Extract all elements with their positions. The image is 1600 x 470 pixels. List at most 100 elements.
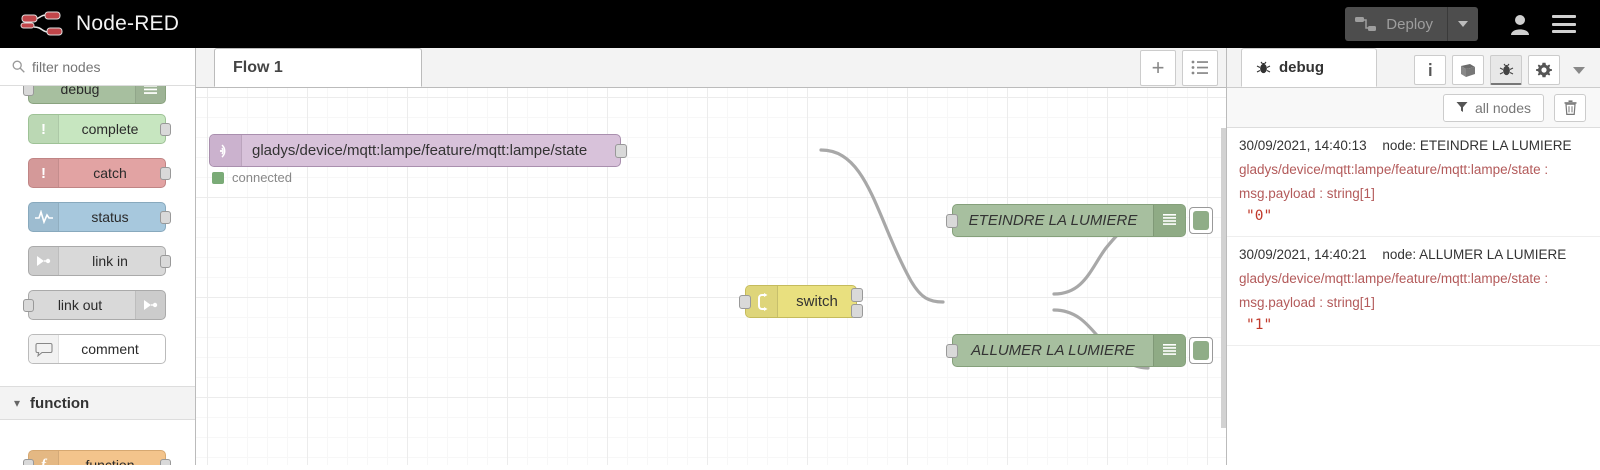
debug-toolbar: all nodes [1227,88,1600,128]
debug-message-topic: gladys/device/mqtt:lampe/feature/mqtt:la… [1239,162,1549,177]
node-input-port[interactable] [23,86,34,96]
speech-bubble-icon [29,335,59,363]
palette-category-label: function [30,394,90,412]
debug-message[interactable]: 30/09/2021, 14:40:13 node: ETEINDRE LA L… [1227,128,1600,237]
flow-node-debug-eteindre[interactable]: ETEINDRE LA LUMIERE [946,204,1186,237]
bug-icon [1256,60,1271,75]
node-input-port[interactable] [23,459,34,470]
flow-node-debug-allumer[interactable]: ALLUMER LA LUMIERE [946,334,1186,367]
pulse-wave-icon [29,203,59,231]
flow-node-label: switch [796,293,838,310]
bottom-strip [0,465,1600,470]
list-lines-icon [135,86,165,103]
exclamation-icon: ! [29,159,59,187]
palette-node-catch[interactable]: ! catch [28,158,171,188]
user-menu-button[interactable] [1498,0,1542,48]
flow-tab-bar: Flow 1 + [196,48,1226,88]
gear-icon [1536,62,1552,78]
node-output-port-1[interactable] [851,288,863,302]
node-output-port[interactable] [160,459,171,470]
debug-filter-button[interactable]: all nodes [1442,93,1544,122]
switch-branch-icon [746,286,778,317]
debug-message-header: 30/09/2021, 14:40:13 node: ETEINDRE LA L… [1239,138,1588,153]
sidebar-more-button[interactable] [1564,55,1594,85]
status-dot-icon [212,171,224,184]
palette-node-label: link out [57,297,103,313]
flow-node-label: ETEINDRE LA LUMIERE [968,212,1138,229]
palette-node-complete[interactable]: ! complete [28,114,171,144]
sidebar-button-debug[interactable] [1490,55,1522,85]
debug-message[interactable]: 30/09/2021, 14:40:21 node: ALLUMER LA LU… [1227,237,1600,346]
search-input[interactable] [32,58,182,75]
main-menu-button[interactable] [1542,0,1586,48]
user-avatar-icon [1511,14,1529,35]
flow-node-switch[interactable]: switch [739,285,863,318]
debug-node-toggle-eteindre[interactable] [1189,207,1213,234]
sidebar-button-config[interactable] [1528,55,1560,85]
palette-node-label: debug [60,86,100,97]
flow-tab-label: Flow 1 [233,58,283,76]
sidebar-button-help[interactable] [1452,55,1484,85]
debug-message-value: "0" [1246,208,1273,224]
node-output-port[interactable] [160,255,171,268]
deploy-nodes-icon [1355,17,1377,31]
tab-debug[interactable]: debug [1241,48,1377,87]
palette-node-status[interactable]: status [28,202,171,232]
node-input-port[interactable] [946,344,958,358]
flow-list-button[interactable] [1182,49,1218,86]
debug-message-topic: gladys/device/mqtt:lampe/feature/mqtt:la… [1239,271,1549,286]
flow-canvas[interactable]: gladys/device/mqtt:lampe/feature/mqtt:la… [196,88,1226,470]
debug-message-timestamp: 30/09/2021, 14:40:13 [1239,138,1367,153]
debug-node-toggle-allumer[interactable] [1189,337,1213,364]
node-palette: debug ! complete ! catch [0,48,196,470]
debug-message-value: "1" [1246,317,1273,333]
debug-lines-icon [1153,205,1185,236]
toggle-active-indicator [1193,211,1209,230]
node-output-port-2[interactable] [851,304,863,318]
palette-category-function[interactable]: ▾ function [0,386,195,420]
deploy-button-main[interactable]: Deploy [1345,7,1448,41]
node-status-label: connected [232,170,292,185]
node-output-port[interactable] [160,211,171,224]
deploy-button[interactable]: Deploy [1345,7,1478,41]
debug-clear-button[interactable] [1554,93,1586,122]
book-icon [1461,63,1475,77]
debug-message-header: 30/09/2021, 14:40:21 node: ALLUMER LA LU… [1239,247,1588,262]
link-arrow-icon [135,291,165,319]
palette-node-link-in[interactable]: link in [28,246,171,276]
palette-node-label: catch [93,165,127,181]
palette-node-label: status [91,209,129,225]
node-input-port[interactable] [23,299,34,312]
debug-message-node: node: ETEINDRE LA LUMIERE [1382,138,1572,153]
add-flow-button[interactable]: + [1140,49,1176,86]
palette-node-debug[interactable]: debug [23,86,166,104]
debug-message-timestamp: 30/09/2021, 14:40:21 [1239,247,1367,262]
palette-node-list: debug ! complete ! catch [0,86,195,470]
sidebar-button-info[interactable] [1414,55,1446,85]
node-output-port[interactable] [160,123,171,136]
palette-node-label: link in [92,253,128,269]
node-input-port[interactable] [739,295,751,309]
canvas-vertical-scrollbar[interactable] [1221,128,1226,458]
sidebar-tab-bar: debug [1227,48,1600,88]
toggle-active-indicator [1193,341,1209,360]
node-input-port[interactable] [946,214,958,228]
node-output-port[interactable] [615,144,627,158]
flow-tab-actions: + [1134,48,1226,87]
palette-node-comment[interactable]: comment [28,334,166,364]
tab-debug-label: debug [1279,59,1324,76]
brand-logo[interactable]: Node-RED [20,11,179,37]
deploy-dropdown-toggle[interactable] [1448,7,1478,41]
palette-node-link-out[interactable]: link out [23,290,166,320]
palette-search-row[interactable] [0,48,195,86]
palette-node-label: comment [81,341,139,357]
bug-icon [1499,63,1513,76]
node-output-port[interactable] [160,167,171,180]
chevron-down-icon [1573,66,1585,74]
header-actions: Deploy [1345,0,1600,48]
flow-node-mqtt-in[interactable]: gladys/device/mqtt:lampe/feature/mqtt:la… [209,134,627,167]
flow-tab-flow-1[interactable]: Flow 1 [214,48,422,87]
hamburger-menu-icon [1552,15,1576,33]
list-view-icon [1191,60,1208,75]
palette-node-label: complete [81,121,139,137]
